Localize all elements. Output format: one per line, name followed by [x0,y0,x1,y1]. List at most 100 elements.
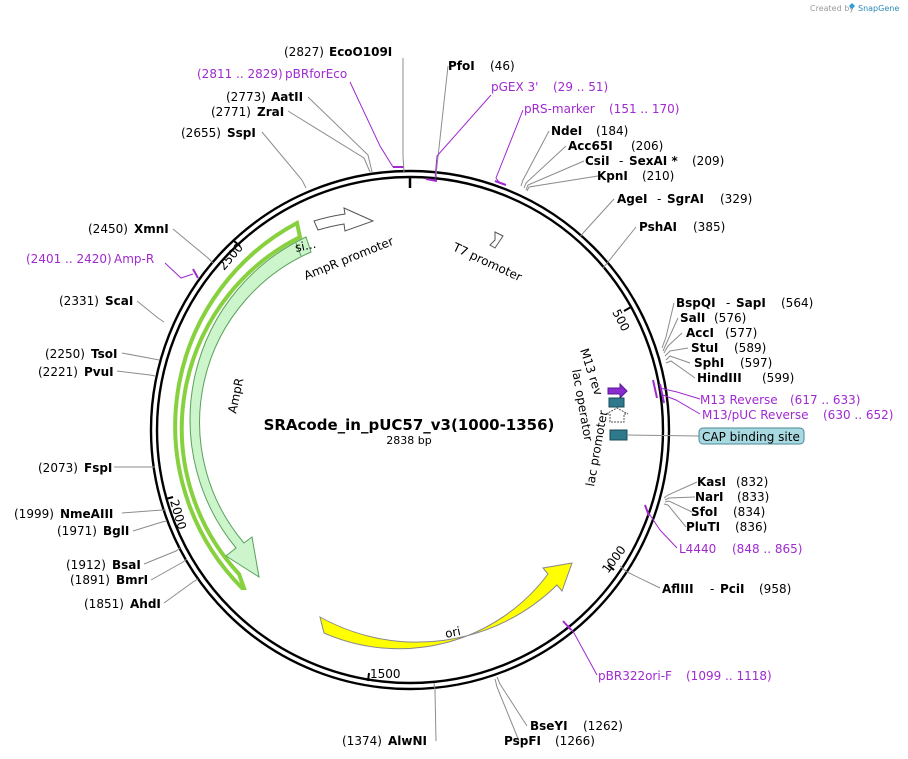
svg-text:(2450): (2450) [88,222,128,236]
site-AhdI[interactable]: (1851) AhdI [84,597,161,611]
svg-text:(589): (589) [734,341,766,355]
site-NmeAIII[interactable]: (1999) NmeAIII [14,507,113,521]
ampr-feature[interactable] [173,219,312,590]
svg-text:NarI: NarI [695,490,724,504]
cap-binding-site-label: CAP binding site [702,430,800,444]
svg-text:(832): (832) [736,475,768,489]
site-PvuI[interactable]: (2221) PvuI [38,365,114,379]
plasmid-title: SRAcode_in_pUC57_v3(1000-1356) [264,416,555,434]
svg-text:SphI: SphI [694,356,724,370]
site-ZraI[interactable]: (2771) ZraI [211,105,284,119]
ampr-promoter-arrow[interactable] [313,207,375,232]
site-Acc65I[interactable]: Acc65I (206) [568,139,663,153]
svg-text:(210): (210) [642,169,674,183]
site-PspFI[interactable]: PspFI (1266) [504,734,595,748]
site-ScaI[interactable]: (2331) ScaI [59,294,133,308]
cap-site-box[interactable] [609,429,628,441]
m13-rev-marker[interactable] [607,382,628,400]
ori-label: ori [444,624,462,641]
site-CsiI-SexAI[interactable]: CsiI - SexAI * (209) [585,154,724,168]
primer-M13-Reverse[interactable]: M13 Reverse (617 .. 633) [700,393,860,407]
lac-operator-box[interactable] [608,397,625,408]
cap-binding-site-badge[interactable] [698,427,805,445]
primer-leader-lines [164,81,701,676]
site-BseYI[interactable]: BseYI (1262) [530,719,623,733]
svg-text:(1891): (1891) [70,573,110,587]
primer-L4440[interactable]: L4440 (848 .. 865) [679,542,802,556]
svg-text:pRS-marker: pRS-marker [524,102,595,116]
primer-pGEX3[interactable]: pGEX 3' (29 .. 51) [491,80,608,94]
svg-text:KasI: KasI [697,475,726,489]
svg-text:HindIII: HindIII [697,371,742,385]
site-SspI[interactable]: (2655) SspI [181,126,256,140]
site-BmrI[interactable]: (1891) BmrI [70,573,148,587]
svg-text:ZraI: ZraI [257,105,284,119]
svg-text:BseYI: BseYI [530,719,568,733]
svg-text:(834): (834) [733,505,765,519]
primer-M13-pUC-Reverse[interactable]: M13/pUC Reverse (630 .. 652) [702,408,893,422]
svg-text:pBR322ori-F: pBR322ori-F [598,669,672,683]
site-AflIII-PciI[interactable]: AflIII - PciI (958) [662,582,791,596]
svg-text:AhdI: AhdI [130,597,161,611]
primer-Amp-R[interactable]: (2401 .. 2420) Amp-R [26,252,154,266]
site-SfoI[interactable]: SfoI (834) [691,505,765,519]
site-PfoI[interactable]: PfoI (46) [448,59,515,73]
site-BspQI-SapI[interactable]: BspQI - SapI (564) [676,296,813,310]
site-EcoO109I[interactable]: (2827) EcoO109I [284,45,392,59]
snapgene-logo-icon [849,3,855,9]
site-KasI[interactable]: KasI (832) [697,475,768,489]
svg-text:pBRforEco: pBRforEco [285,67,347,81]
svg-text:M13/pUC Reverse: M13/pUC Reverse [702,408,809,422]
svg-text:(630 .. 652): (630 .. 652) [823,408,893,422]
svg-text:SexAI *: SexAI * [629,154,678,168]
site-TsoI[interactable]: (2250) TsoI [45,347,117,361]
site-PluTI[interactable]: PluTI (836) [686,520,767,534]
svg-text:PvuI: PvuI [84,365,114,379]
bp-ticks [165,240,632,682]
primer-pRS-marker[interactable]: pRS-marker (151 .. 170) [524,102,679,116]
site-SphI[interactable]: SphI (597) [694,356,772,370]
site-XmnI[interactable]: (2450) XmnI [88,222,169,236]
svg-text:Amp-R: Amp-R [114,252,154,266]
site-BglI[interactable]: (1971) BglI [57,524,129,538]
svg-text:BspQI: BspQI [676,296,716,310]
svg-text:PfoI: PfoI [448,59,475,73]
site-FspI[interactable]: (2073) FspI [38,461,112,475]
site-KpnI[interactable]: KpnI (210) [597,169,674,183]
svg-text:CsiI: CsiI [585,154,610,168]
primer-pBR322ori-F[interactable]: pBR322ori-F (1099 .. 1118) [598,669,772,683]
svg-text:(209): (209) [692,154,724,168]
site-AgeI-SgrAI[interactable]: AgeI - SgrAI (329) [617,192,752,206]
lac-promoter-arrow[interactable] [605,407,629,423]
tick-label-500: 500 [609,307,632,334]
svg-text:(2773): (2773) [226,90,266,104]
svg-text:SgrAI: SgrAI [667,192,704,206]
site-StuI[interactable]: StuI (589) [691,341,766,355]
credit-text: Created by [810,4,854,13]
svg-text:BglI: BglI [103,524,129,538]
svg-text:(836): (836) [735,520,767,534]
site-AlwNI[interactable]: (1374) AlwNI [342,734,427,748]
svg-text:-: - [726,296,730,310]
svg-text:AflIII: AflIII [662,582,694,596]
svg-text:(577): (577) [725,326,757,340]
svg-text:pGEX 3': pGEX 3' [491,80,538,94]
plasmid-length: 2838 bp [386,434,431,447]
tick-label-1500: 1500 [370,667,401,681]
svg-text:-: - [619,154,623,168]
site-AccI[interactable]: AccI (577) [686,326,757,340]
site-BsaI[interactable]: (1912) BsaI [66,558,141,572]
t7-promoter-arrow[interactable] [489,231,504,249]
ori-feature[interactable] [319,562,573,650]
site-NdeI[interactable]: NdeI (184) [551,124,628,138]
site-AatII[interactable]: (2773) AatII [226,90,303,104]
svg-text:(1374): (1374) [342,734,382,748]
svg-text:AatII: AatII [271,90,303,104]
site-NarI[interactable]: NarI (833) [695,490,769,504]
svg-text:FspI: FspI [84,461,112,475]
site-PshAI[interactable]: PshAI (385) [639,220,725,234]
site-SalI[interactable]: SalI (576) [680,311,746,325]
site-HindIII[interactable]: HindIII (599) [697,371,794,385]
primer-pBRforEco[interactable]: (2811 .. 2829) pBRforEco [197,67,347,81]
